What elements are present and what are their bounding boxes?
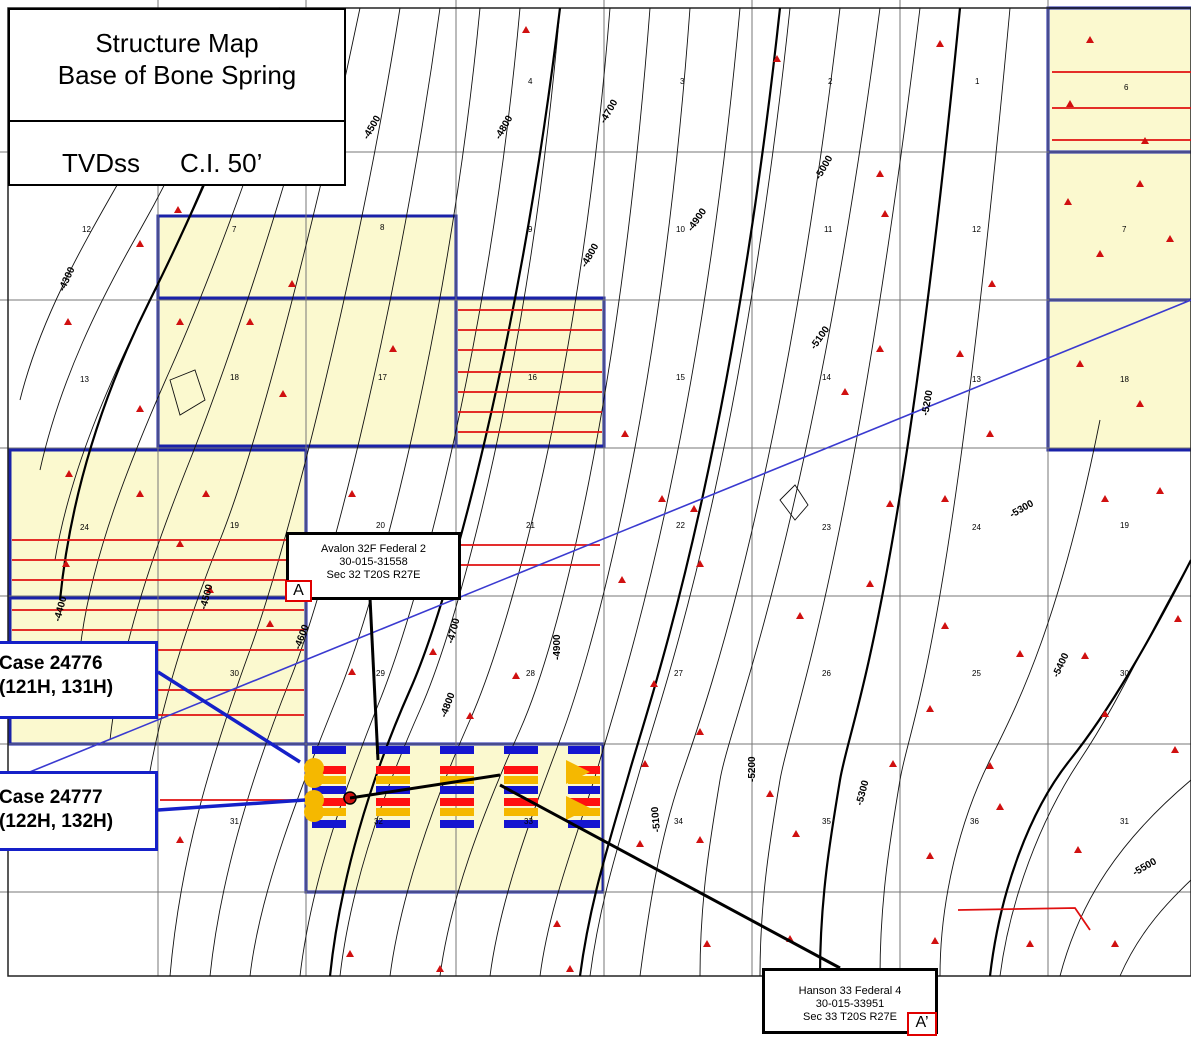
section-number: 7 [1122, 225, 1127, 234]
section-number: 17 [378, 373, 387, 382]
section-number: 30 [1120, 669, 1129, 678]
contour-value: -5100 [808, 324, 832, 352]
case-number: Case 24776 [0, 653, 103, 674]
well-location: Sec 33 T20S R27E [803, 1011, 897, 1023]
contour-value: -4700 [445, 617, 462, 645]
section-number: 34 [674, 817, 683, 826]
section-number: 35 [822, 817, 831, 826]
index-contours [58, 7, 1191, 977]
section-number: 31 [230, 817, 239, 826]
title-divider [10, 120, 344, 122]
section-number: 4 [528, 77, 533, 86]
section-number: 26 [822, 669, 831, 678]
map-subtitle: Base of Bone Spring [57, 60, 297, 90]
contour-value: -4900 [552, 634, 563, 660]
section-number: 24 [972, 523, 981, 532]
case-number: Case 24777 [0, 787, 103, 808]
section-number: 8 [380, 223, 385, 232]
section-number: 13 [972, 375, 981, 384]
section-number: 13 [80, 375, 89, 384]
section-number: 32 [374, 817, 383, 826]
section-number-labels: 5 4 3 2 1 6 12 7 8 9 10 11 12 7 13 18 17… [80, 77, 1129, 826]
contour-value: -4500 [361, 113, 384, 141]
section-number: 19 [230, 521, 239, 530]
section-number: 15 [676, 373, 685, 382]
well-name: Avalon 32F Federal 2 [321, 543, 426, 555]
section-number: 2 [828, 77, 833, 86]
case-wells: (122H, 132H) [0, 811, 114, 832]
section-number: 12 [972, 225, 981, 234]
contour-value: -5300 [1008, 498, 1036, 521]
cross-section-marker-a-prime: A’ [907, 1012, 937, 1036]
section-number: 24 [80, 523, 89, 532]
well-name: Hanson 33 Federal 4 [798, 985, 902, 997]
contour-value: -5000 [813, 153, 836, 181]
contour-interval: C.I. 50’ [180, 148, 263, 178]
contour-value: -4900 [685, 206, 709, 234]
section-grid [0, 0, 1191, 977]
map-title: Structure Map [95, 28, 259, 58]
well-symbols [62, 26, 1182, 972]
contour-lines [19, 7, 1191, 977]
section-number: 30 [230, 669, 239, 678]
case-callout-24776: Case 24776 (121H, 131H) [0, 641, 158, 719]
section-number: 22 [676, 521, 685, 530]
section-number: 12 [82, 225, 91, 234]
section-number: 9 [528, 225, 533, 234]
section-number: 33 [524, 817, 533, 826]
section-number: 20 [376, 521, 385, 530]
proposed-wells [304, 746, 600, 828]
contour-value: -5200 [747, 756, 758, 782]
contour-value: -5300 [854, 779, 871, 807]
section-number: 14 [822, 373, 831, 382]
contour-value: -5100 [650, 806, 663, 833]
depth-reference: TVDss [62, 148, 140, 178]
leader-lines [157, 597, 841, 970]
section-number: 21 [526, 521, 535, 530]
cross-section-marker-a: A [285, 580, 312, 602]
section-number: 25 [972, 669, 981, 678]
section-number: 6 [1124, 83, 1129, 92]
contour-value: -5400 [1051, 651, 1072, 679]
section-number: 36 [970, 817, 979, 826]
section-number: 11 [824, 225, 833, 234]
contour-value: -4300 [57, 265, 78, 293]
well-api: 30-015-31558 [339, 556, 408, 568]
contour-value: -5500 [1131, 856, 1159, 879]
section-number: 23 [822, 523, 831, 532]
section-number: 7 [232, 225, 237, 234]
section-number: 10 [676, 225, 685, 234]
section-number: 1 [975, 77, 980, 86]
section-number: 28 [526, 669, 535, 678]
section-number: 18 [230, 373, 239, 382]
section-number: 31 [1120, 817, 1129, 826]
contour-value: -5200 [920, 389, 935, 417]
section-number: 27 [674, 669, 683, 678]
cross-section-line [9, 299, 1191, 781]
case-wells: (121H, 131H) [0, 677, 114, 698]
section-number: 16 [528, 373, 537, 382]
well-callout-avalon: Avalon 32F Federal 2 30-015-31558 Sec 32… [286, 532, 461, 600]
section-number: 19 [1120, 521, 1129, 530]
section-number: 29 [376, 669, 385, 678]
contour-value: -4800 [493, 113, 516, 141]
map-title-box: Structure Map Base of Bone Spring TVDss … [8, 8, 346, 186]
section-number: 3 [680, 77, 685, 86]
case-callout-24777: Case 24777 (122H, 132H) [0, 771, 158, 851]
contour-value: -4800 [438, 691, 457, 719]
section-number: 18 [1120, 375, 1129, 384]
well-location: Sec 32 T20S R27E [326, 569, 421, 581]
well-api: 30-015-33951 [815, 998, 885, 1010]
